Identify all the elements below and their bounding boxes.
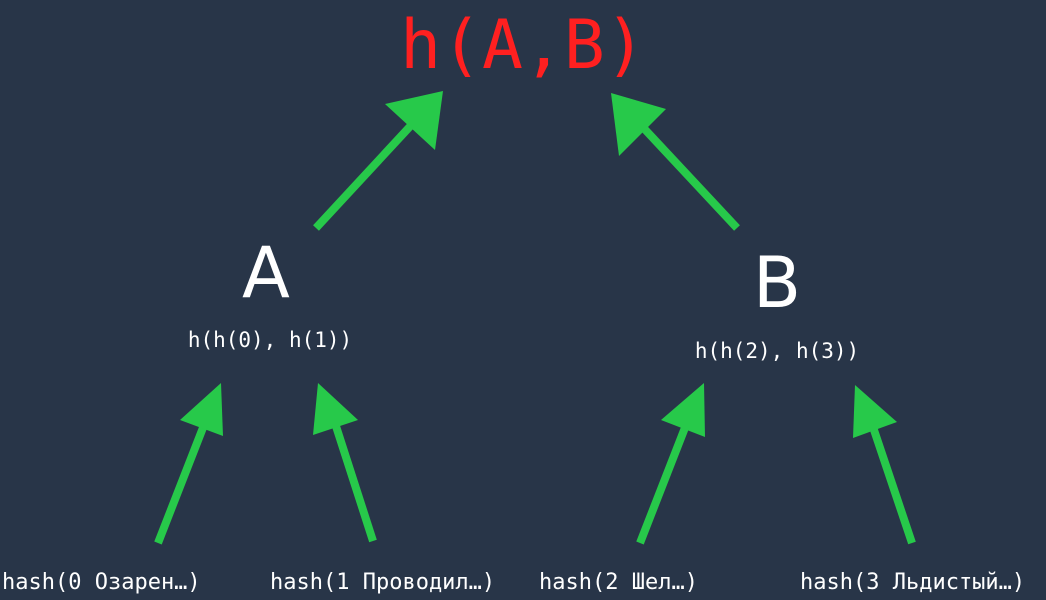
arrowhead-b-to-root [611, 93, 666, 156]
arrow-leaf3-to-b [868, 422, 916, 545]
node-a-formula: h(h(0), h(1)) [187, 328, 353, 352]
arrow-leaf2-to-b [636, 418, 692, 545]
leaf-2-label: hash(2 Шел…) [539, 570, 698, 595]
node-a-label: A [242, 232, 290, 314]
arrowhead-leaf3-to-b [853, 385, 897, 438]
arrowhead-leaf1-to-a [313, 383, 358, 435]
arrowhead-leaf0-to-a [180, 383, 223, 436]
node-b-formula: h(h(2), h(3)) [694, 339, 860, 363]
leaf-3-label: hash(3 Льдистый…) [800, 570, 1026, 595]
arrow-a-to-root [313, 117, 419, 231]
leaf-0-label: hash(0 Озарен…) [2, 570, 201, 595]
leaf-1-label: hash(1 Проводил…) [270, 570, 496, 595]
arrow-leaf1-to-a [330, 418, 377, 543]
node-b-label: B [752, 242, 802, 324]
arrowhead-a-to-root [385, 91, 443, 150]
arrow-leaf0-to-a [154, 418, 210, 545]
arrow-b-to-root [635, 119, 740, 231]
root-hash-label: h(A,B) [400, 6, 646, 85]
arrowhead-leaf2-to-b [661, 383, 705, 437]
